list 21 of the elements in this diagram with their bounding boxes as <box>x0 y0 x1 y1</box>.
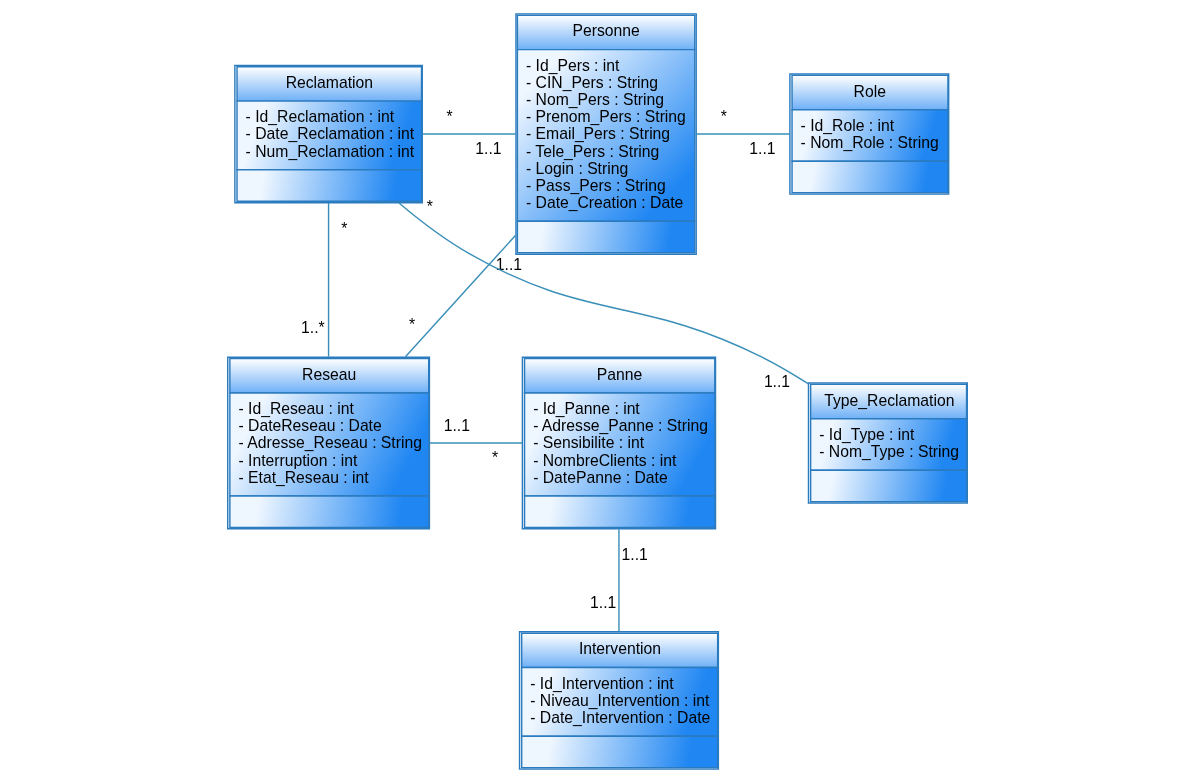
connector <box>618 528 620 633</box>
connector <box>695 133 791 135</box>
connector <box>398 202 810 385</box>
label: 1..1 <box>495 256 523 274</box>
label: 1..1 <box>621 546 648 564</box>
label: 1..1 <box>749 139 776 157</box>
connector <box>421 133 517 135</box>
label: 1..1 <box>443 417 470 435</box>
label: * <box>446 108 453 126</box>
label: * <box>492 448 499 466</box>
connector <box>428 442 524 444</box>
label: * <box>720 108 727 126</box>
label: 1..1 <box>763 372 791 390</box>
connector <box>327 202 330 358</box>
label: 1..* <box>301 319 325 337</box>
label: 1..1 <box>590 594 617 612</box>
label: 1..1 <box>475 139 502 157</box>
label: * <box>426 198 433 216</box>
connector <box>404 234 517 358</box>
label: * <box>341 220 348 238</box>
label: * <box>409 316 416 334</box>
